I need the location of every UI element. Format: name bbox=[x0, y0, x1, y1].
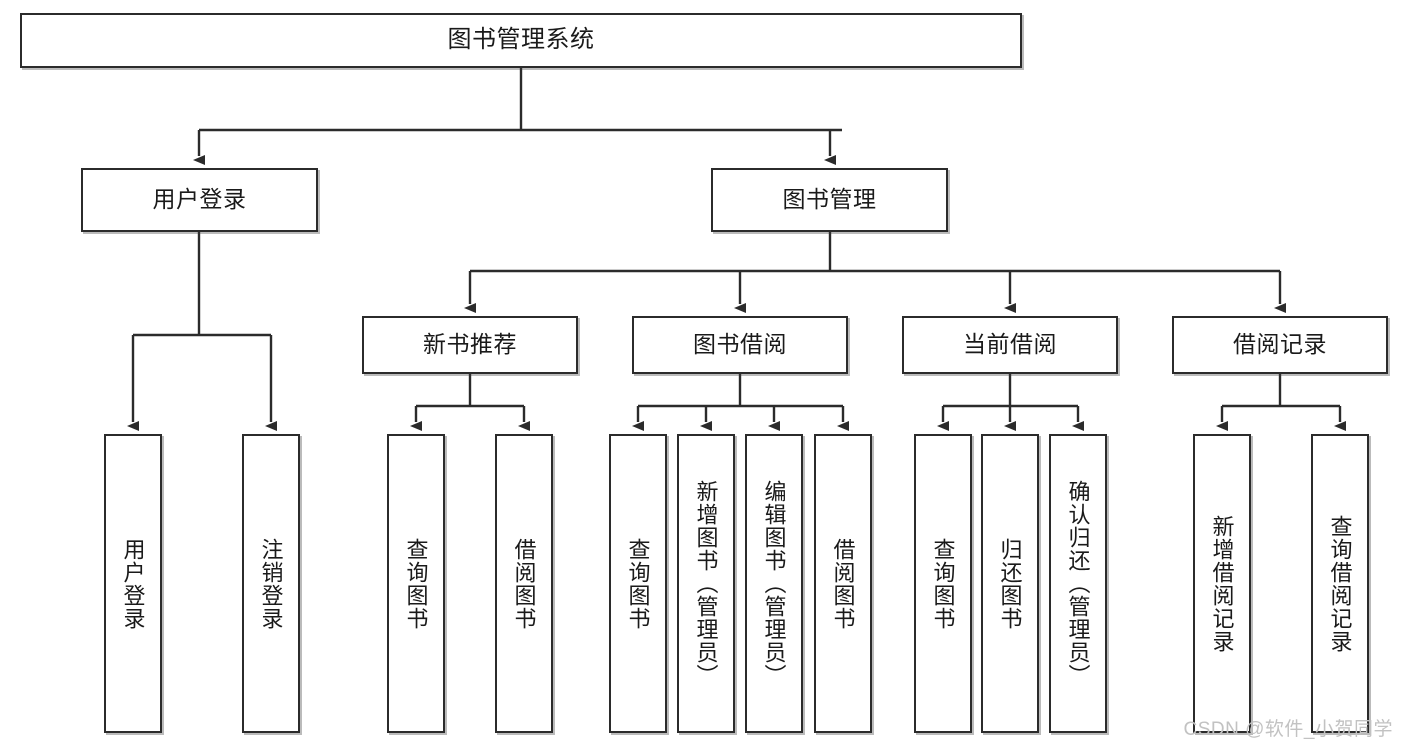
node-user-login[interactable]: 用户登录 bbox=[81, 168, 318, 232]
node-current-borrow[interactable]: 当前借阅 bbox=[902, 316, 1118, 374]
leaf-return-book[interactable]: 归还图书 bbox=[981, 434, 1039, 733]
leaf-query-borrow-record[interactable]: 查询借阅记录 bbox=[1311, 434, 1369, 733]
leaf-query-book-recommend[interactable]: 查询图书 bbox=[387, 434, 445, 733]
leaf-user-login[interactable]: 用户登录 bbox=[104, 434, 162, 733]
leaf-query-book-borrow[interactable]: 查询图书 bbox=[609, 434, 667, 733]
leaf-add-book-admin[interactable]: 新增图书（管理员） bbox=[677, 434, 735, 733]
leaf-borrow-book-recommend[interactable]: 借阅图书 bbox=[495, 434, 553, 733]
node-book-management[interactable]: 图书管理 bbox=[711, 168, 948, 232]
leaf-borrow-book[interactable]: 借阅图书 bbox=[814, 434, 872, 733]
leaf-edit-book-admin[interactable]: 编辑图书（管理员） bbox=[745, 434, 803, 733]
node-borrow-records[interactable]: 借阅记录 bbox=[1172, 316, 1388, 374]
leaf-query-book-current[interactable]: 查询图书 bbox=[914, 434, 972, 733]
node-new-book-recommend[interactable]: 新书推荐 bbox=[362, 316, 578, 374]
leaf-add-borrow-record[interactable]: 新增借阅记录 bbox=[1193, 434, 1251, 733]
leaf-logout[interactable]: 注销登录 bbox=[242, 434, 300, 733]
node-root-book-management-system[interactable]: 图书管理系统 bbox=[20, 13, 1022, 68]
leaf-confirm-return-admin[interactable]: 确认归还（管理员） bbox=[1049, 434, 1107, 733]
node-book-borrow[interactable]: 图书借阅 bbox=[632, 316, 848, 374]
